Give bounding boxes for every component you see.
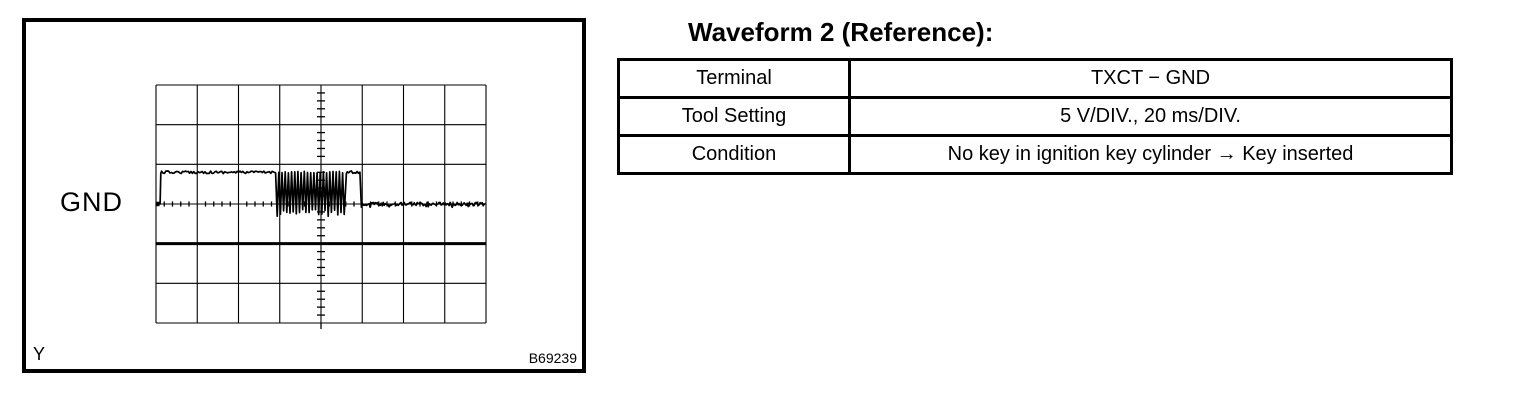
- table-row-terminal: Terminal TXCT − GND: [620, 61, 1450, 96]
- figure-corner-label: Y: [33, 344, 46, 364]
- oscilloscope-figure: GND Y B69239: [22, 18, 586, 373]
- table-row-condition: Condition No key in ignition key cylinde…: [620, 134, 1450, 172]
- waveform-trace: [159, 170, 486, 218]
- scope-grid-svg: [155, 84, 487, 329]
- gnd-axis-label: GND: [60, 187, 123, 217]
- tool-setting-label: Tool Setting: [620, 99, 851, 134]
- figure-id-code: B69239: [528, 350, 577, 366]
- terminal-label: Terminal: [620, 61, 851, 96]
- tool-setting-value: 5 V/DIV., 20 ms/DIV.: [1060, 105, 1241, 127]
- waveform-title: Waveform 2 (Reference):: [688, 17, 994, 47]
- terminal-value: TXCT − GND: [1090, 67, 1211, 89]
- table-row-tool-setting: Tool Setting 5 V/DIV., 20 ms/DIV.: [620, 96, 1450, 134]
- reference-table: Terminal TXCT − GND Tool Setting 5 V/DIV…: [617, 58, 1453, 175]
- condition-label: Condition: [620, 137, 851, 172]
- condition-value: No key in ignition key cylinder → Key in…: [947, 143, 1354, 165]
